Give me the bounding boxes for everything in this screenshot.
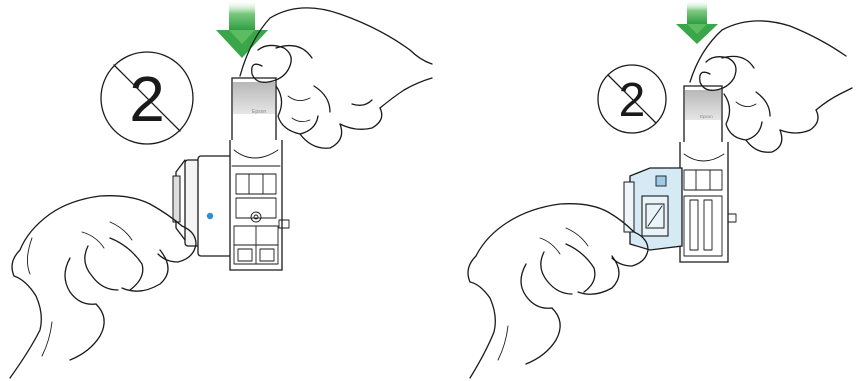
cartridge-holder: Epson bbox=[680, 86, 736, 262]
led-indicator bbox=[207, 213, 213, 219]
ink-cartridge bbox=[624, 168, 682, 250]
cartridge-label: Epson bbox=[700, 114, 713, 119]
prohibited-step-icon: 2 bbox=[101, 52, 193, 144]
panel-right: 2 Epson bbox=[468, 0, 852, 378]
left-hand bbox=[468, 204, 648, 378]
cartridge-label: Epson bbox=[252, 109, 266, 115]
ink-cartridge bbox=[173, 156, 232, 256]
prohibited-step-icon: 2 bbox=[598, 65, 666, 133]
step-numeral: 2 bbox=[129, 63, 165, 135]
panel-left: 2 Epson bbox=[10, 0, 432, 378]
step-numeral: 2 bbox=[619, 74, 646, 127]
cartridge-holder: Epson bbox=[230, 78, 289, 270]
down-arrow-icon bbox=[216, 0, 268, 58]
down-arrow-icon bbox=[676, 0, 718, 44]
left-hand bbox=[10, 196, 196, 378]
